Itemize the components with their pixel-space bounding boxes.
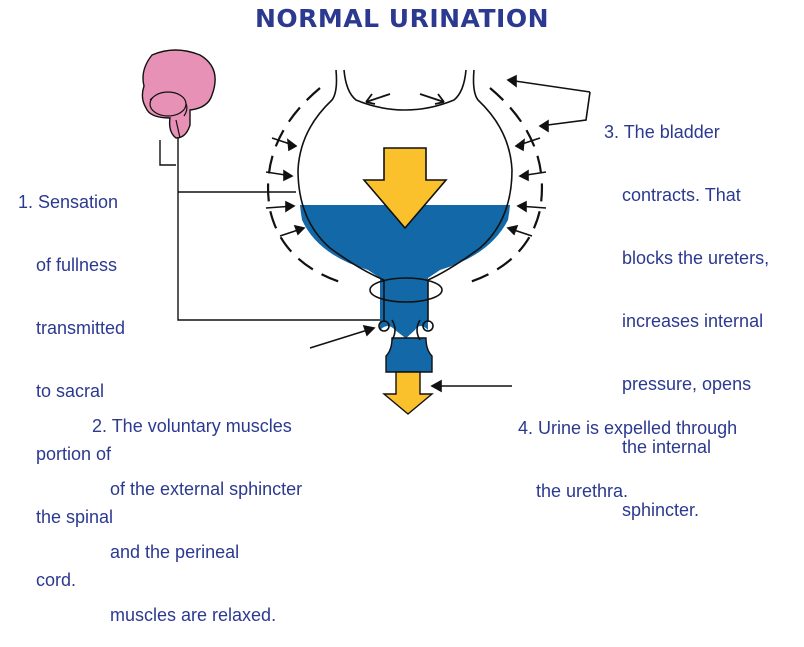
step1-line: 1. Sensation (18, 192, 125, 213)
step1-line: of fullness (18, 255, 125, 276)
step2-line: muscles are relaxed. (92, 605, 302, 626)
ureter-arrows (366, 94, 444, 104)
pressure-arrows-right (508, 138, 546, 236)
step3-line: contracts. That (604, 185, 769, 206)
urethra (386, 338, 432, 372)
step3-leader (508, 76, 590, 131)
step2-line: 2. The voluntary muscles (92, 416, 302, 437)
step4-leader (432, 381, 512, 391)
step2-line: of the external sphincter (92, 479, 302, 500)
step2-leader (310, 326, 374, 348)
step4-line: 4. Urine is expelled through (518, 418, 737, 439)
step2-label: 2. The voluntary muscles of the external… (92, 374, 302, 647)
step3-line: 3. The bladder (604, 122, 769, 143)
step4-line: the urethra. (518, 481, 737, 502)
step3-line: increases internal (604, 311, 769, 332)
step2-line: and the perineal (92, 542, 302, 563)
step1-line: transmitted (18, 318, 125, 339)
brain-icon (142, 50, 215, 138)
step3-line: blocks the ureters, (604, 248, 769, 269)
expel-arrow-icon (384, 372, 432, 414)
step4-label: 4. Urine is expelled through the urethra… (518, 376, 737, 523)
